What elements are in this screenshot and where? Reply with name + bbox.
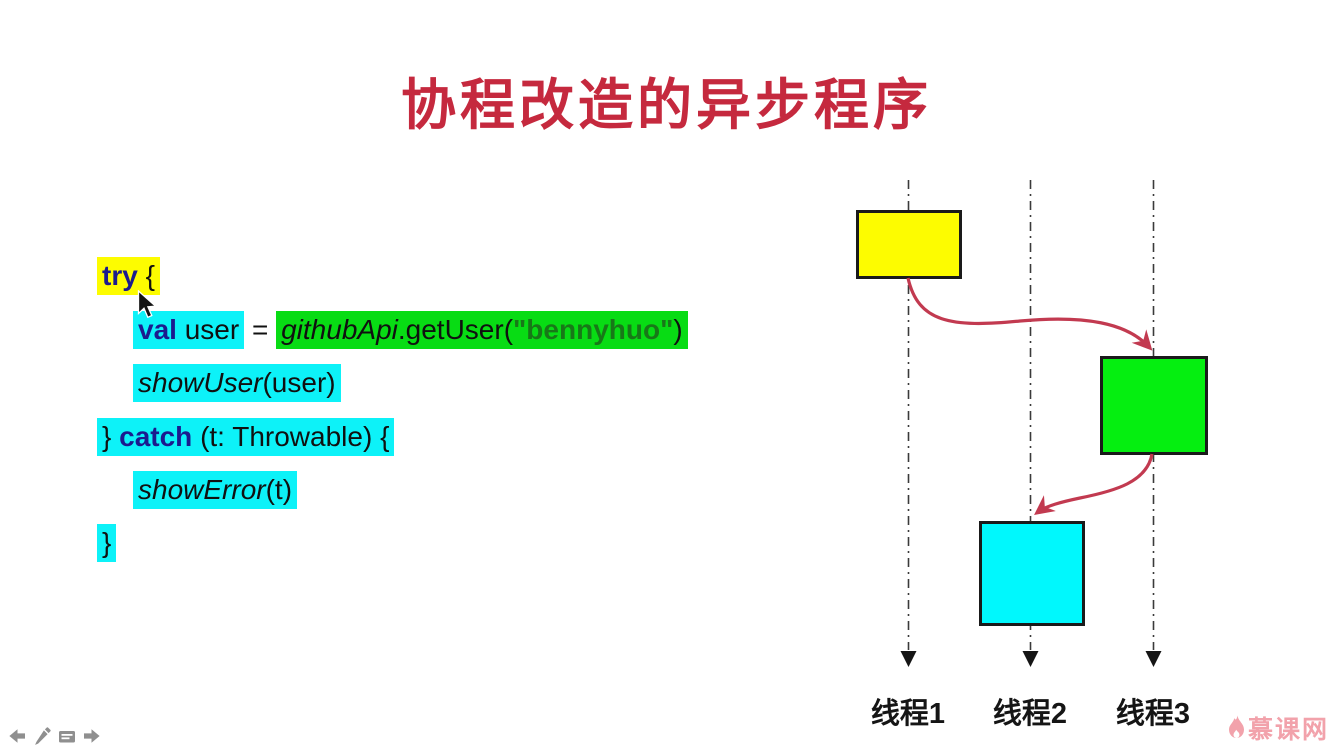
page-title: 协程改造的异步程序 <box>400 74 932 136</box>
thread-diagram <box>856 180 1208 667</box>
code-line-try: try { <box>97 257 160 295</box>
mouse-cursor <box>137 290 158 319</box>
previous-slide-icon[interactable] <box>7 726 27 746</box>
imooc-watermark: 慕课网 <box>1228 710 1329 746</box>
code-line-show-error: showError(t) <box>133 471 298 509</box>
cyan-task-box <box>979 521 1085 626</box>
thread3-label: 线程3 <box>1115 698 1191 730</box>
thread2-label: 线程2 <box>992 698 1068 730</box>
next-slide-icon[interactable] <box>82 726 102 746</box>
code-line-closing-brace: } <box>97 524 117 562</box>
code-line-catch: } catch (t: Throwable) { <box>97 418 395 456</box>
green-task-box <box>1100 356 1208 455</box>
code-line-val-user: val user = githubApi.getUser("bennyhuo") <box>133 311 688 349</box>
arrow-yellow-to-green <box>906 277 1153 351</box>
watermark-text: 慕课网 <box>1247 716 1329 744</box>
code-line-show-user: showUser(user) <box>133 364 341 402</box>
slide-panel-icon[interactable] <box>57 726 77 746</box>
thread2-arrowhead <box>1022 651 1039 667</box>
pen-icon[interactable] <box>32 726 52 746</box>
thread1-arrowhead <box>900 651 917 667</box>
thread3-arrowhead <box>1145 651 1162 667</box>
flame-icon <box>1228 715 1244 740</box>
yellow-task-box <box>856 210 962 279</box>
presenter-controls <box>7 726 102 746</box>
thread1-label: 线程1 <box>870 698 946 730</box>
arrow-green-to-cyan <box>1034 453 1154 515</box>
